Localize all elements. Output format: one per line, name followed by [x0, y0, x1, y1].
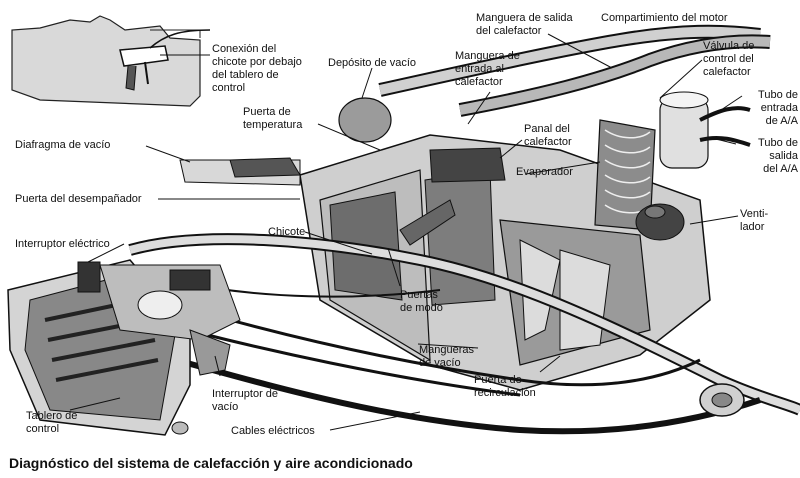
figure-caption: Diagnóstico del sistema de calefacción y…: [9, 455, 413, 471]
leader-lines: [69, 33, 743, 431]
label-compartimiento-motor: Compartimiento del motor: [601, 12, 728, 24]
label-deposito-vacio: Depósito de vacío: [328, 57, 417, 69]
label-puerta-temperatura: Puerta de temperatura: [243, 106, 303, 131]
label-interruptor-vacio: Interruptor de vacío: [212, 388, 279, 413]
label-panal-calefactor: Panal del calefactor: [524, 123, 572, 148]
label-conexion-chicote: Conexión del chicote por debajo del tabl…: [212, 43, 302, 94]
label-cables-electricos: Cables eléctricos: [231, 425, 315, 437]
label-puerta-recirculacion: Puerta de recirculación: [474, 374, 536, 399]
label-mangueras-vacio: Mangueras de vacío: [419, 344, 475, 369]
label-evaporador: Evaporador: [516, 166, 573, 178]
label-diafragma-vacio: Diafragma de vacío: [15, 139, 111, 151]
label-interruptor-electrico: Interruptor eléctrico: [15, 238, 110, 250]
label-valvula-control: Válvula de control del calefactor: [703, 40, 755, 78]
label-tubo-salida: Tubo de salida del A/A: [758, 137, 798, 175]
inset-dash-connection: [11, 15, 211, 107]
label-manguera-salida: Manguera de salida del calefactor: [476, 12, 573, 37]
hoses-and-tubes: [128, 24, 800, 435]
label-manguera-entrada: Manguera de entrada al calefactor: [455, 50, 520, 88]
label-tablero-control: Tablero de control: [26, 410, 78, 435]
control-panel-assembly: [7, 259, 241, 436]
label-puertas-modo: Puertas de modo: [400, 289, 443, 314]
label-puerta-desempanador: Puerta del desempañador: [15, 193, 142, 205]
label-tubo-entrada: Tubo de entrada de A/A: [758, 89, 798, 127]
firewall-grommet: [699, 383, 745, 417]
label-ventilador: Venti- lador: [740, 208, 769, 233]
label-chicote: Chicote: [268, 226, 306, 238]
